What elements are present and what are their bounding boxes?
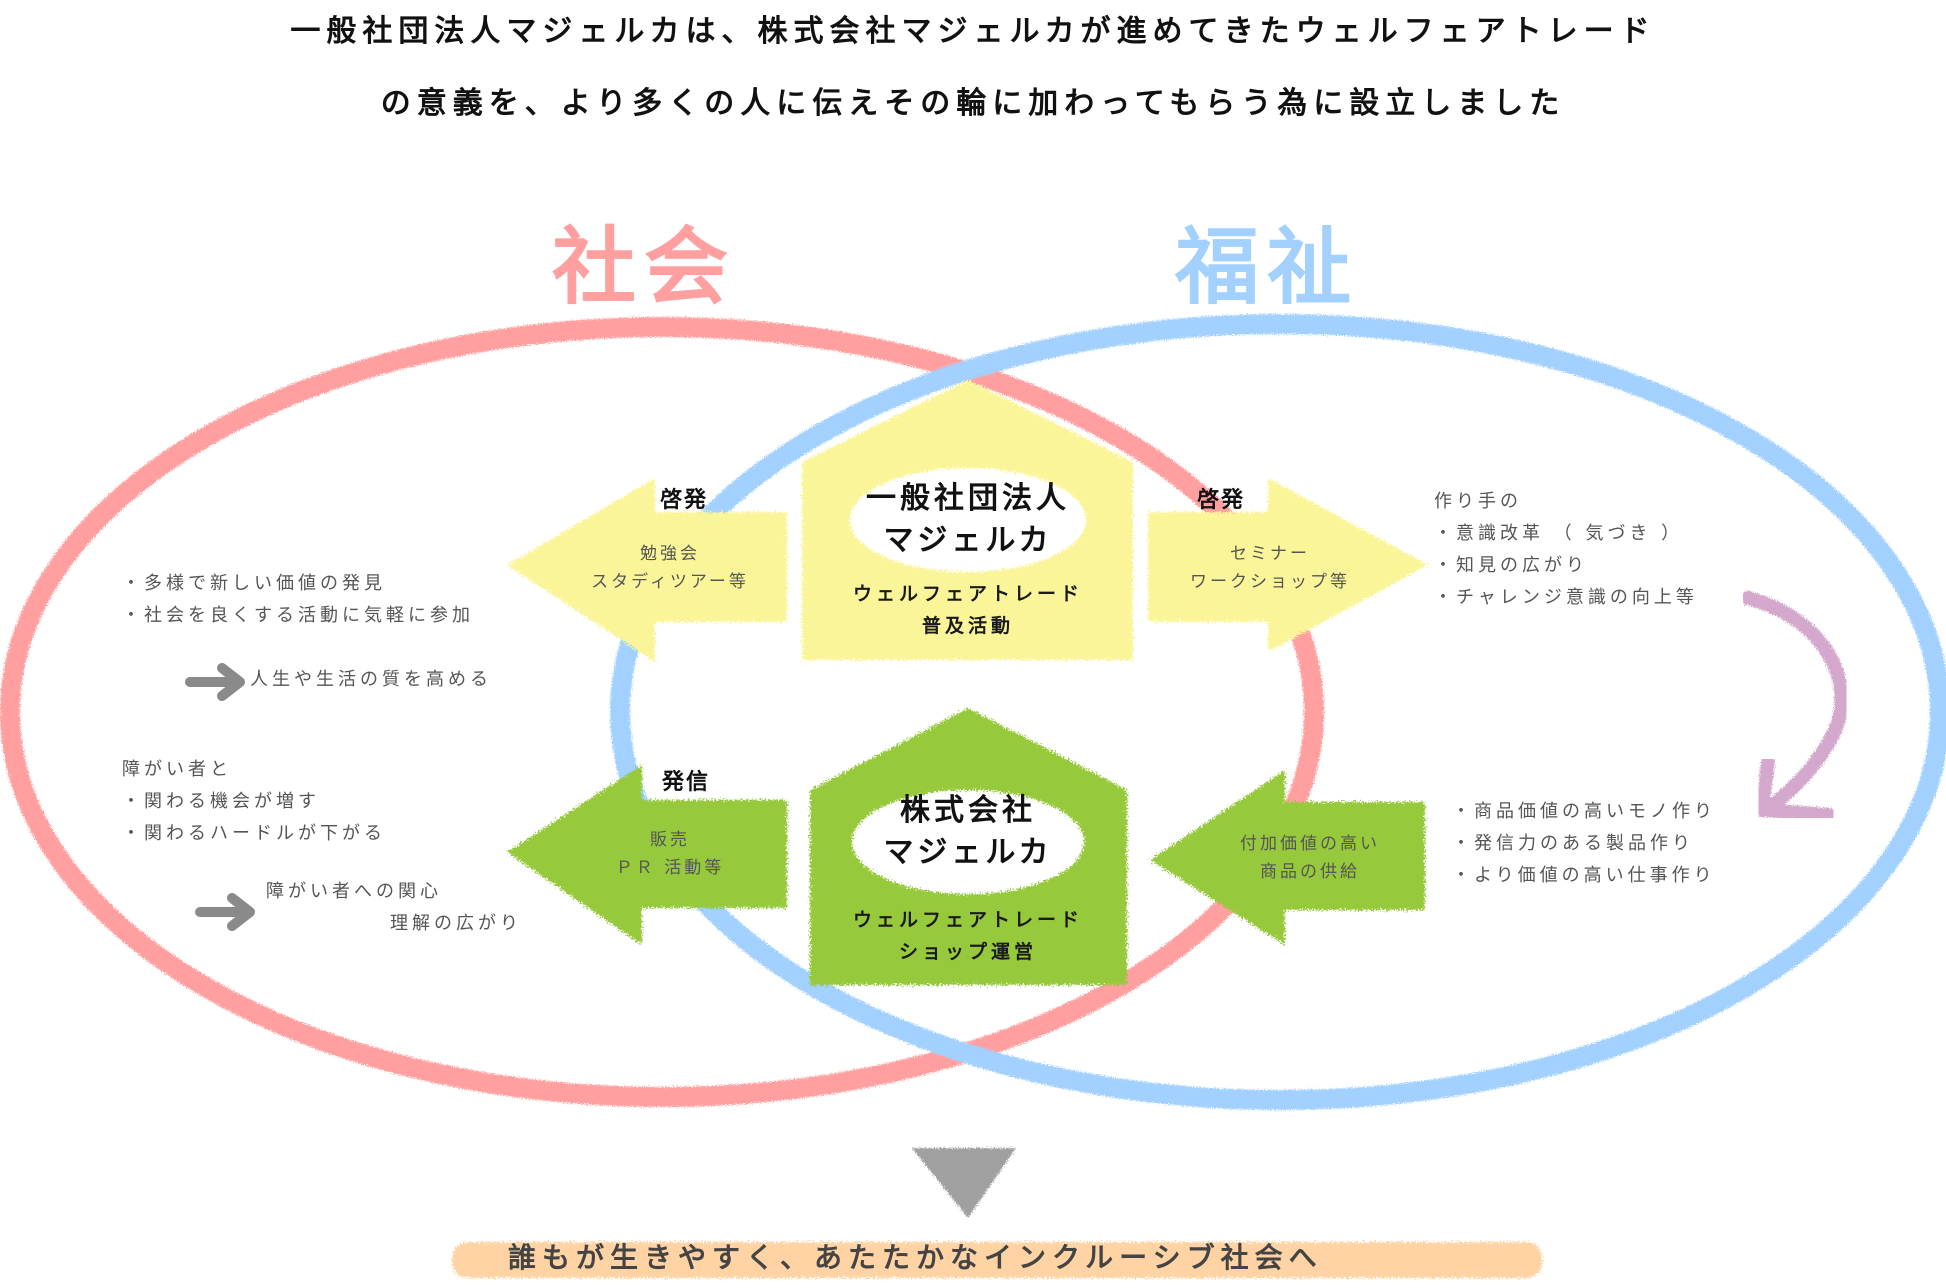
result-arrow-icon: [185, 663, 245, 701]
association-activity: ウェルフェアトレード 普及活動: [820, 578, 1116, 642]
enlighten-right-line2: ワークショップ等: [1190, 572, 1350, 592]
enlighten-right-text: セミナー ワークショップ等: [1160, 540, 1380, 596]
enlighten-left-line2: スタディツアー等: [591, 572, 749, 592]
maker-effect-item: ・意識改革 （ 気づき ）: [1434, 523, 1684, 544]
enlighten-right-arrow: [1148, 478, 1428, 652]
product-effects-list: ・商品価値の高いモノ作り ・発信力のある製品作り ・より価値の高い仕事作り: [1452, 796, 1716, 892]
goal-text: 誰もが生きやすく、あたたかなインクルーシブ社会へ: [508, 1241, 1323, 1274]
down-arrow-head-icon: [912, 1148, 1016, 1218]
enlighten-left-text: 勉強会 スタディツアー等: [560, 540, 780, 596]
intro-line-2: の意義を、より多くの人に伝えその輪に加わってもらう為に設立しました: [380, 86, 1566, 121]
supply-left-arrow: [1150, 770, 1425, 945]
broadcast-left-line2: ＰＲ 活動等: [615, 858, 725, 878]
association-name-line2: マジェルカ: [883, 523, 1053, 558]
supply-left-line1: 付加価値の高い: [1240, 834, 1380, 854]
broadcast-left-label: 発信: [662, 770, 711, 795]
society-circle: [0, 317, 1324, 1107]
company-name-oval: [852, 790, 1084, 894]
disability-effects-heading: 障がい者と: [122, 759, 232, 780]
broadcast-left-arrow: [507, 765, 787, 945]
maker-effects-list: 作り手の ・意識改革 （ 気づき ） ・知見の広がり ・チャレンジ意識の向上等: [1434, 486, 1698, 614]
product-effect-item: ・より価値の高い仕事作り: [1452, 865, 1716, 886]
enlighten-left-label: 啓発: [660, 488, 709, 513]
society-effect-item: ・多様で新しい価値の発見: [122, 573, 386, 594]
welfare-circle: [610, 314, 1946, 1110]
curved-arrow-head-icon: [1755, 755, 1837, 822]
association-name-line1: 一般社団法人: [866, 481, 1070, 516]
goal-highlight: [452, 1242, 1542, 1278]
society-effects-list: ・多様で新しい価値の発見 ・社会を良くする活動に気軽に参加: [122, 568, 474, 632]
society-effect-item: ・社会を良くする活動に気軽に参加: [122, 605, 474, 626]
product-effect-item: ・商品価値の高いモノ作り: [1452, 801, 1716, 822]
association-name: 一般社団法人 マジェルカ: [820, 478, 1116, 562]
supply-left-text: 付加価値の高い 商品の供給: [1200, 830, 1420, 886]
enlighten-left-arrow: [507, 478, 787, 662]
welfare-label: 福祉: [1175, 218, 1360, 316]
maker-effect-item: ・知見の広がり: [1434, 555, 1588, 576]
maker-effects-heading: 作り手の: [1434, 491, 1522, 512]
enlighten-right-label: 啓発: [1197, 488, 1246, 513]
intro-line-1: 一般社団法人マジェルカは、株式会社マジェルカが進めてきたウェルフェアトレード: [290, 14, 1656, 49]
association-name-oval: [850, 468, 1086, 572]
enlighten-right-line1: セミナー: [1230, 544, 1310, 564]
society-label: 社会: [552, 218, 737, 316]
disability-effect-item: ・関わるハードルが下がる: [122, 823, 386, 844]
disability-result-line2: 理解の広がり: [390, 913, 522, 934]
supply-left-line2: 商品の供給: [1260, 862, 1360, 882]
company-activity-line1: ウェルフェアトレード: [852, 909, 1083, 931]
result-arrow-icon: [195, 893, 255, 931]
association-activity-line2: 普及活動: [921, 615, 1014, 637]
company-name-line2: マジェルカ: [883, 835, 1053, 870]
enlighten-left-line1: 勉強会: [640, 544, 700, 564]
curved-arrow-icon: [1741, 591, 1849, 815]
disability-result-line1: 障がい者への関心: [266, 881, 442, 902]
company-name: 株式会社 マジェルカ: [820, 790, 1116, 874]
disability-effect-item: ・関わる機会が増す: [122, 791, 320, 812]
product-effect-item: ・発信力のある製品作り: [1452, 833, 1694, 854]
association-activity-line1: ウェルフェアトレード: [852, 583, 1083, 605]
society-result: 人生や生活の質を高める: [250, 669, 492, 690]
broadcast-left-text: 販売 ＰＲ 活動等: [560, 826, 780, 882]
company-activity: ウェルフェアトレード ショップ運営: [820, 904, 1116, 968]
company-activity-line2: ショップ運営: [898, 941, 1037, 963]
maker-effect-item: ・チャレンジ意識の向上等: [1434, 587, 1698, 608]
broadcast-left-line1: 販売: [650, 830, 690, 850]
company-name-line1: 株式会社: [900, 793, 1036, 828]
disability-effects-list: 障がい者と ・関わる機会が増す ・関わるハードルが下がる: [122, 754, 386, 850]
